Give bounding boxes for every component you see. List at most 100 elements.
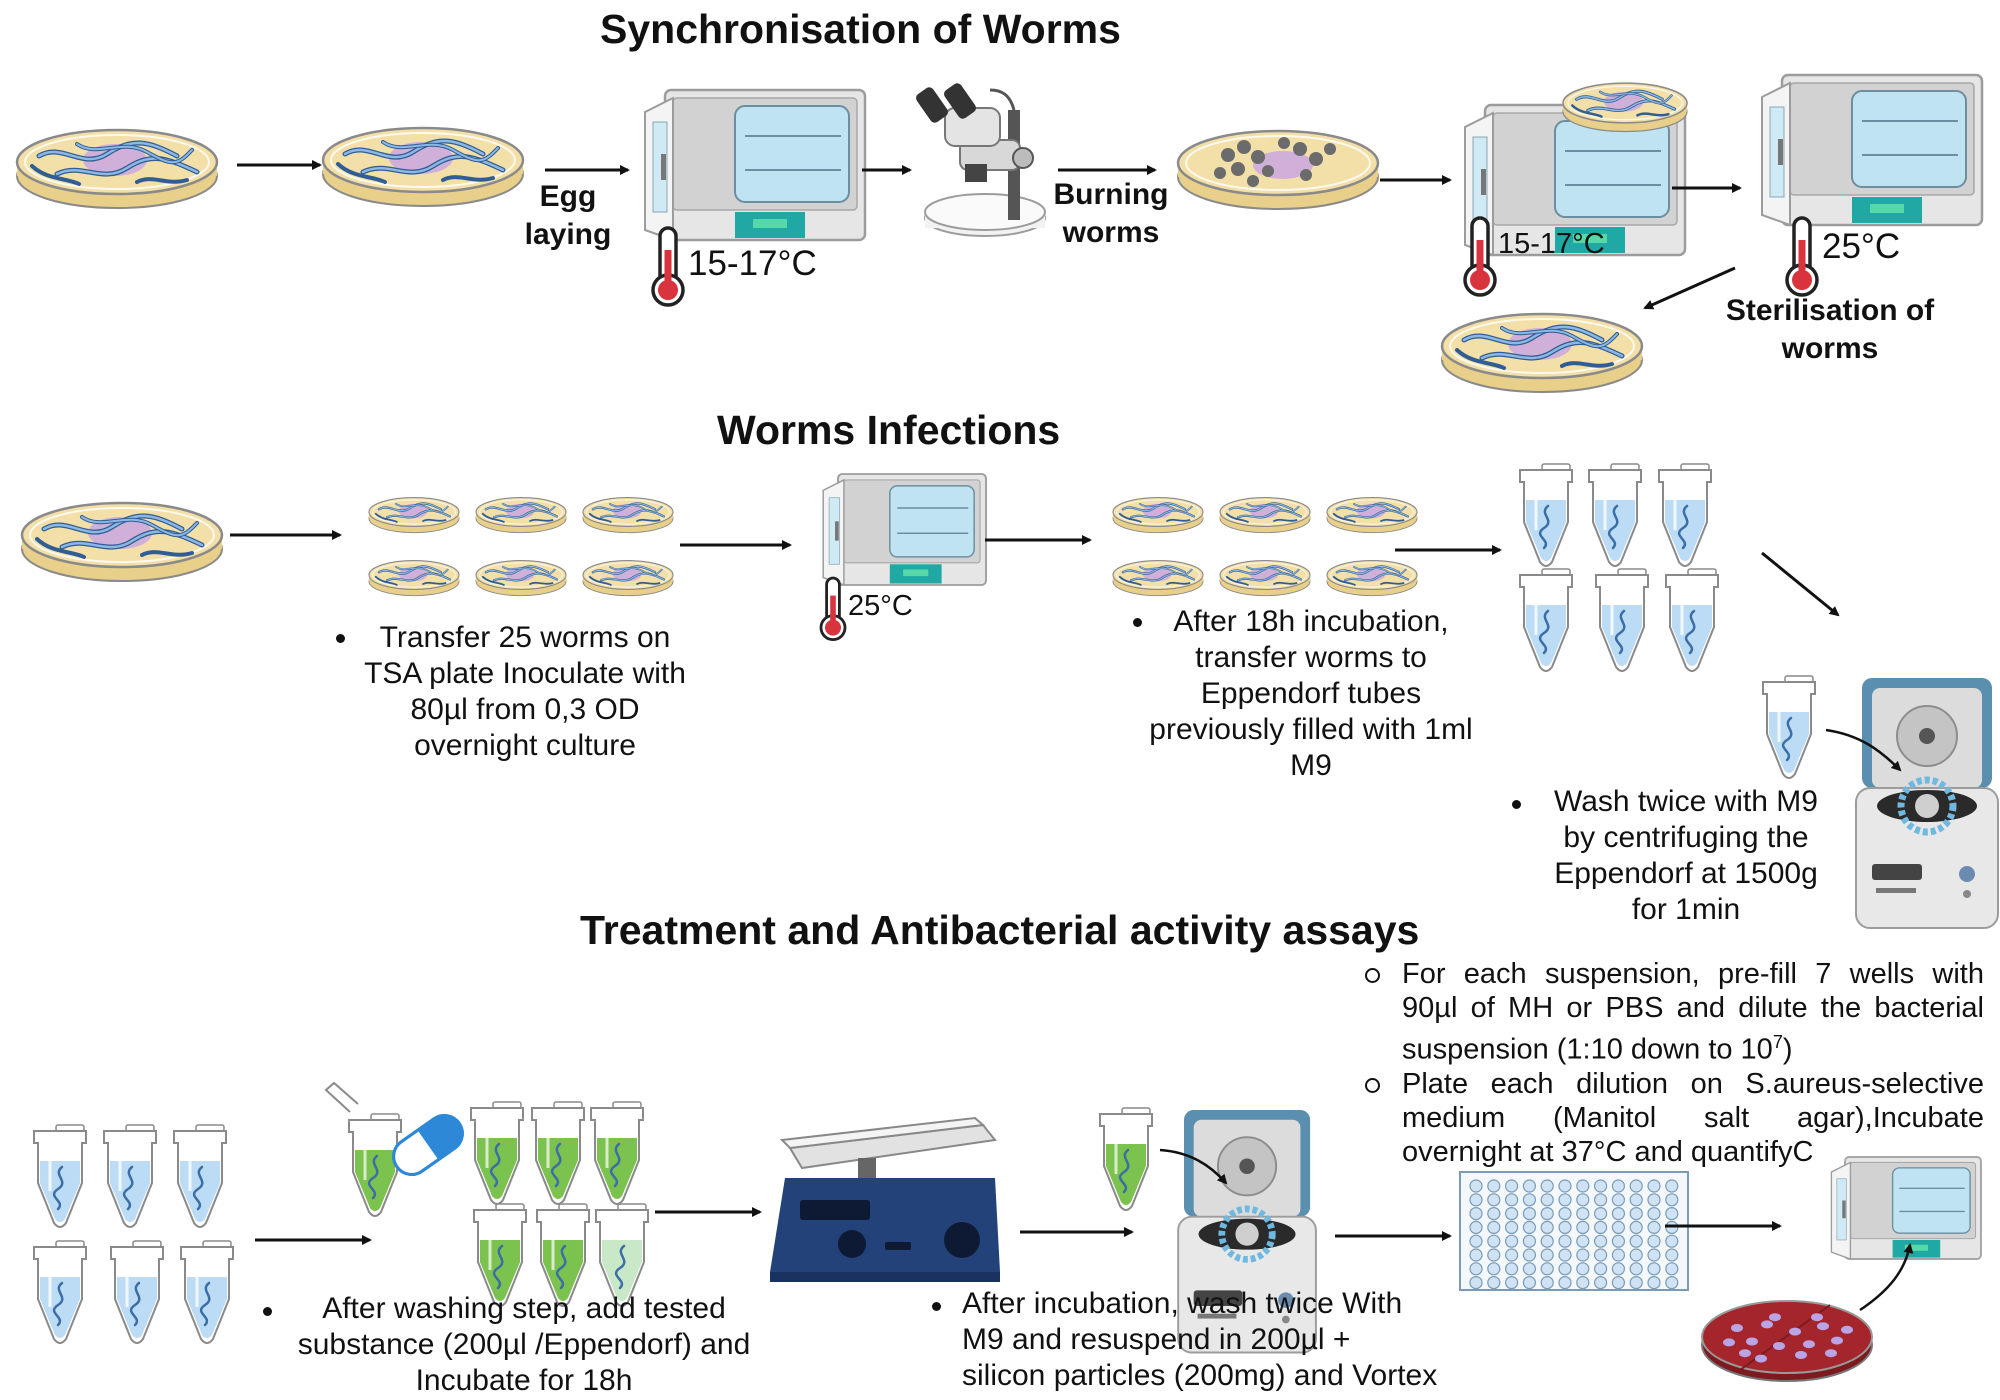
- bacterial-colony: [1831, 1336, 1843, 1345]
- substance-note-line: After washing step, add tested: [322, 1292, 726, 1325]
- bullet-dot: [1512, 800, 1521, 809]
- incubator-icon: [1830, 1156, 1982, 1260]
- well: [1540, 1262, 1554, 1276]
- well: [1540, 1193, 1554, 1207]
- well: [1522, 1193, 1537, 1207]
- centrifuge-icon: [1856, 678, 1998, 928]
- well: [1558, 1179, 1572, 1193]
- bacterial-colony: [1773, 1342, 1785, 1350]
- well: [1576, 1234, 1590, 1248]
- treatment-arrows: [255, 1207, 1782, 1245]
- transfer-note-line: overnight culture: [414, 729, 636, 762]
- thermometer-icon: [819, 576, 847, 641]
- well: [1665, 1275, 1679, 1290]
- temperature-label: 25°C: [1822, 227, 1901, 266]
- burning-worms-label: Burning worms: [1048, 176, 1174, 252]
- well: [1629, 1220, 1643, 1235]
- petri-dish-icon: [1561, 81, 1689, 134]
- infection-section-title: Worms Infections: [717, 407, 1061, 453]
- well: [1558, 1262, 1572, 1276]
- well: [1504, 1234, 1519, 1248]
- bacterial-colony: [1803, 1340, 1815, 1349]
- egg-laying-label: Egg laying: [522, 178, 614, 254]
- well: [1540, 1275, 1554, 1290]
- well: [1647, 1248, 1661, 1262]
- incubator-icon: [822, 473, 987, 586]
- temperature-label: 15-17°C: [1498, 228, 1605, 260]
- well: [1665, 1179, 1679, 1193]
- substance-note: After washing step, add tested substance…: [268, 1291, 780, 1399]
- well: [1540, 1248, 1554, 1262]
- well: [1647, 1234, 1661, 1248]
- substance-note-line: substance (200µl /Eppendorf) and: [297, 1328, 751, 1361]
- well: [1487, 1248, 1501, 1262]
- well: [1593, 1248, 1608, 1262]
- eppendorf-tube-icon: [1761, 674, 1817, 780]
- well: [1665, 1193, 1679, 1207]
- well: [1540, 1234, 1554, 1248]
- bacterial-colony: [1755, 1354, 1767, 1363]
- bacterial-colony: [1841, 1325, 1853, 1334]
- well: [1647, 1179, 1661, 1193]
- well: [1647, 1193, 1661, 1207]
- petri-dish-icon: [17, 130, 217, 208]
- well: [1593, 1234, 1608, 1248]
- dilution-step-1: For each suspension, pre-fill 7 wells wi…: [1362, 957, 1984, 1067]
- well: [1487, 1220, 1501, 1235]
- well: [1611, 1206, 1626, 1221]
- bacterial-colony: [1731, 1324, 1743, 1332]
- well: [1611, 1234, 1626, 1248]
- eppendorf-tube-icon: [1098, 1106, 1154, 1212]
- eppendorf-tube-icon: [324, 1081, 403, 1218]
- wash-note: Wash twice with M9 by centrifuging the E…: [1535, 784, 1837, 928]
- tube-rack-1: [1518, 462, 1720, 673]
- wash-note-line: Wash twice with M9: [1554, 785, 1818, 818]
- well: [1469, 1193, 1483, 1207]
- wash-note-line: Eppendorf at 1500g: [1554, 857, 1818, 890]
- well: [1629, 1275, 1643, 1290]
- well: [1487, 1206, 1501, 1221]
- temperature-label: 15-17°C: [688, 244, 817, 283]
- burning-line-2: worms: [1062, 216, 1160, 249]
- well: [1576, 1206, 1590, 1221]
- burning-line-1: Burning: [1053, 178, 1169, 211]
- well: [1576, 1248, 1590, 1262]
- well: [1611, 1248, 1626, 1262]
- well: [1469, 1262, 1483, 1276]
- well: [1647, 1206, 1661, 1221]
- well: [1576, 1193, 1590, 1207]
- well: [1469, 1179, 1483, 1193]
- incubator-icon: [643, 88, 867, 242]
- sterilisation-line-1: Sterilisation of: [1725, 294, 1935, 327]
- well: [1665, 1248, 1679, 1262]
- well: [1629, 1248, 1643, 1262]
- well: [1558, 1193, 1572, 1207]
- vortex-note-line: After incubation, wash twice With: [962, 1287, 1403, 1320]
- incubation-note-line: M9: [1290, 749, 1332, 782]
- well: [1487, 1193, 1501, 1207]
- thermometer-icon: [1785, 216, 1819, 297]
- vortex-note-line: M9 and resuspend in 200µl +: [962, 1323, 1351, 1356]
- well: [1487, 1262, 1501, 1276]
- transfer-note-line: Transfer 25 worms on: [379, 621, 671, 654]
- well: [1522, 1275, 1537, 1290]
- vortex-note: After incubation, wash twice With M9 and…: [962, 1286, 1502, 1394]
- dilution-close: ): [1782, 1033, 1793, 1066]
- tube-rack-3: [469, 1100, 650, 1308]
- well: [1558, 1220, 1572, 1235]
- sync-section-title: Synchronisation of Worms: [600, 6, 1121, 52]
- petri-dish-icon: [323, 128, 523, 206]
- bacterial-colony: [1789, 1327, 1801, 1336]
- well: [1504, 1193, 1519, 1207]
- well: [1558, 1275, 1572, 1290]
- dilution-exponent: 7: [1772, 1032, 1783, 1052]
- dilution-steps: For each suspension, pre-fill 7 wells wi…: [1362, 957, 1984, 1169]
- sync-row: [17, 73, 1984, 392]
- well: [1522, 1234, 1537, 1248]
- petri-dish-icon: [22, 503, 222, 581]
- bullet-dot: [336, 634, 345, 643]
- egg-laying-line-2: laying: [524, 218, 612, 251]
- incubation-note-line: Eppendorf tubes: [1200, 677, 1422, 710]
- well: [1522, 1179, 1537, 1193]
